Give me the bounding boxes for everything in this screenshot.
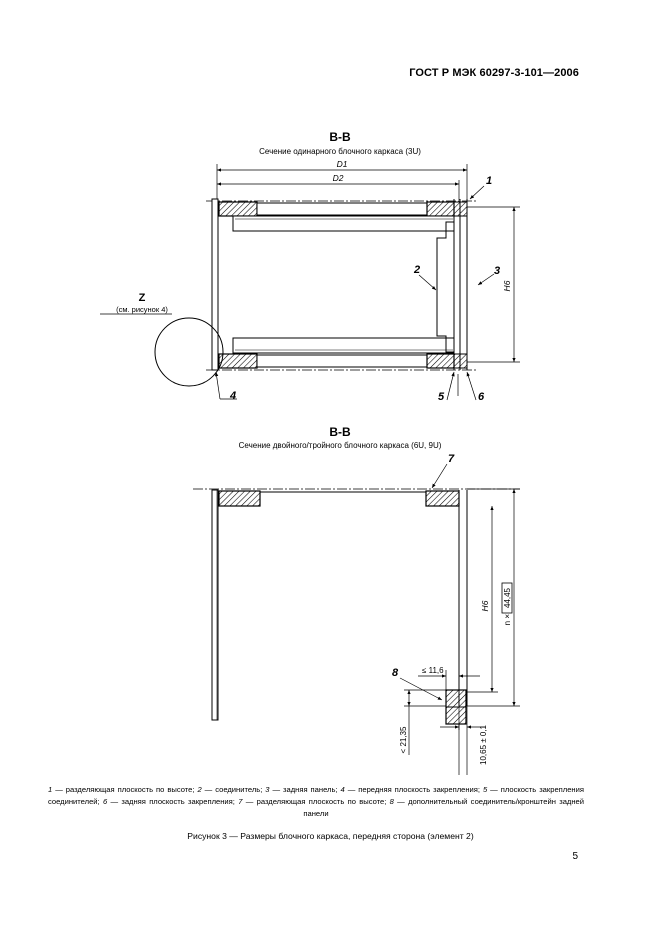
leader-4b: [214, 371, 221, 400]
dim-d1-label: D1: [337, 159, 348, 169]
leader-3: [477, 273, 495, 286]
front-panel-6u: [211, 489, 219, 721]
callout-8: 8: [392, 667, 399, 679]
z-label: Z: [139, 292, 146, 304]
top-rail-end-hatch: [453, 201, 468, 217]
bottom-section: B-B Сечение двойного/тройного блочного к…: [193, 425, 520, 775]
leader-1: [469, 185, 485, 200]
top-section-title: B-B: [329, 130, 351, 144]
callout-7: 7: [448, 453, 455, 465]
top-card-guide: [232, 215, 455, 232]
n-dim-box: [501, 582, 513, 614]
bottom-section-subtitle: Сечение двойного/тройного блочного карка…: [239, 441, 442, 450]
bottom-rail-front-hatch: [218, 353, 258, 369]
top-rail-front-hatch: [218, 201, 258, 217]
dim-21-label: < 21,35: [399, 726, 408, 753]
callout-4: 4: [229, 390, 236, 402]
legend-item: 4 — передняя плоскость закрепления;: [340, 785, 483, 794]
callout-2: 2: [413, 264, 420, 276]
connector: [436, 221, 454, 353]
dim-10-label: 10,65 ± 0,1: [479, 724, 488, 765]
legend-item: 6 — задняя плоскость закрепления;: [102, 797, 239, 806]
leader-5: [446, 371, 455, 401]
callout-6: 6: [478, 391, 485, 403]
legend-item: 5 — плоскость закрепления соединителей;: [48, 785, 584, 806]
document-header: ГОСТ Р МЭК 60297-3-101—2006: [409, 67, 579, 79]
callout-3: 3: [494, 265, 500, 277]
leader-2: [418, 274, 437, 291]
top-section: B-B Сечение одинарного блочного каркаса …: [100, 130, 520, 403]
callout-5: 5: [438, 391, 445, 403]
h6-dim-label: H6: [480, 600, 490, 611]
front-panel: [211, 198, 219, 371]
bottom-rail: [256, 354, 428, 368]
bottom-rail-rear-hatch: [426, 353, 455, 369]
h-dim-label: H6: [502, 280, 512, 291]
page-number: 5: [572, 851, 578, 862]
top-section-subtitle: Сечение одинарного блочного каркаса (3U): [259, 147, 421, 156]
top-rail-rear-hatch: [426, 201, 455, 217]
detail-z-circle: [154, 317, 224, 387]
leader-6: [466, 371, 477, 401]
legend-item: 2 — соединитель;: [197, 785, 266, 794]
legend-item: 1 — разделяющая плоскость по высоте;: [48, 785, 198, 794]
bottom-section-title: B-B: [329, 425, 351, 439]
leader-7: [431, 463, 448, 489]
bottom-rail-end-hatch: [453, 353, 468, 369]
dim-d2-label: D2: [333, 173, 344, 183]
legend-item: 3 — задняя панель;: [265, 785, 341, 794]
figure-caption: Рисунок 3 — Размеры блочного каркаса, пе…: [187, 831, 474, 841]
rail-6u-front-hatch: [218, 490, 261, 507]
bottom-card-guide: [232, 337, 455, 354]
legend-item: 7 — разделяющая плоскость по высоте;: [238, 797, 390, 806]
rail-6u-rear-hatch: [425, 490, 460, 507]
callout-1: 1: [486, 175, 492, 187]
legend-item: 8 — дополнительный соединитель/кронштейн…: [303, 797, 585, 818]
top-rail: [256, 202, 428, 216]
dim-11-label: ≤ 11,6: [422, 666, 444, 675]
z-reference: (см. рисунок 4): [116, 305, 168, 314]
n-dim-prefix: n ×: [503, 614, 512, 626]
figure-legend: 1 — разделяющая плоскость по высоте; 2 —…: [48, 784, 584, 820]
n-dim-value: 44,45: [503, 587, 512, 608]
leader-8: [399, 677, 443, 701]
